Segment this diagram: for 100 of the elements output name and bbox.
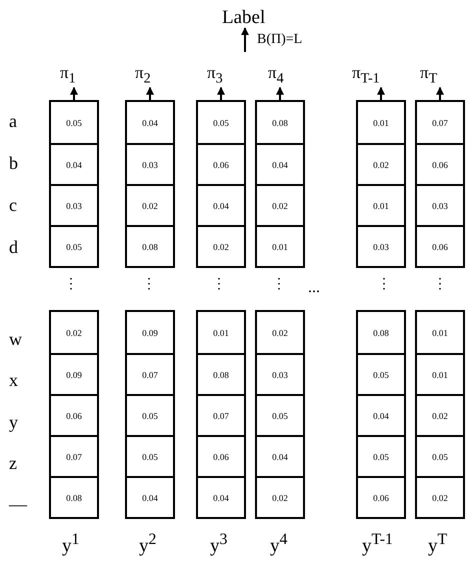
ellipsis: ... <box>308 280 320 296</box>
probability-cell: 0.04 <box>257 143 303 184</box>
timestep-label: y$^{T}$ <box>428 532 448 556</box>
probability-cell: 0.06 <box>417 225 463 266</box>
row-label: y <box>9 413 18 431</box>
probability-cell: 0.05 <box>51 225 97 266</box>
probability-column <box>49 100 99 268</box>
probability-cell: 0.05 <box>51 102 97 143</box>
path-symbol: π$_{4}$ <box>268 64 284 86</box>
output-label: Label <box>222 8 266 27</box>
row-label: — <box>9 495 27 513</box>
probability-cell: 0.06 <box>198 435 244 476</box>
timestep-label: y$^{4}$ <box>270 532 288 556</box>
path-symbol: π$_{3}$ <box>207 64 223 86</box>
ellipsis: ⋮ <box>142 278 156 292</box>
probability-cell: 0.04 <box>257 435 303 476</box>
arrow <box>377 86 385 100</box>
path-symbol: π$_{1}$ <box>60 64 76 86</box>
probability-cell: 0.03 <box>127 143 173 184</box>
probability-column <box>356 100 406 268</box>
probability-column <box>415 310 465 519</box>
probability-column <box>255 100 305 268</box>
probability-cell: 0.02 <box>198 225 244 266</box>
row-label: b <box>9 154 18 172</box>
ellipsis: ⋮ <box>377 278 391 292</box>
probability-cell: 0.01 <box>417 312 463 353</box>
probability-cell: 0.05 <box>417 435 463 476</box>
probability-cell: 0.02 <box>417 476 463 517</box>
probability-cell: 0.07 <box>127 353 173 394</box>
probability-cell: 0.07 <box>51 435 97 476</box>
row-label: d <box>9 238 18 256</box>
probability-cell: 0.01 <box>417 353 463 394</box>
row-label: z <box>9 454 17 472</box>
probability-cell: 0.08 <box>127 225 173 266</box>
probability-cell: 0.01 <box>198 312 244 353</box>
probability-cell: 0.02 <box>358 143 404 184</box>
probability-column <box>125 100 175 268</box>
probability-cell: 0.02 <box>257 312 303 353</box>
row-label: w <box>9 330 22 348</box>
probability-cell: 0.08 <box>51 476 97 517</box>
probability-cell: 0.06 <box>198 143 244 184</box>
timestep-label: y$^{T-1}$ <box>362 532 393 556</box>
probability-cell: 0.06 <box>358 476 404 517</box>
probability-cell: 0.02 <box>417 394 463 435</box>
path-symbol: π$_{T}$ <box>420 64 438 86</box>
timestep-label: y$^{3}$ <box>210 532 228 556</box>
probability-cell: 0.02 <box>257 184 303 225</box>
probability-cell: 0.09 <box>127 312 173 353</box>
probability-cell: 0.01 <box>358 102 404 143</box>
ellipsis: ⋮ <box>64 278 78 292</box>
probability-column <box>125 310 175 519</box>
timestep-label: y$^{2}$ <box>139 532 156 556</box>
probability-cell: 0.07 <box>417 102 463 143</box>
probability-cell: 0.08 <box>358 312 404 353</box>
probability-cell: 0.05 <box>127 435 173 476</box>
probability-cell: 0.08 <box>198 353 244 394</box>
timestep-label: y$^{1}$ <box>62 532 80 556</box>
probability-cell: 0.08 <box>257 102 303 143</box>
probability-cell: 0.03 <box>51 184 97 225</box>
row-label: a <box>9 112 17 130</box>
probability-cell: 0.02 <box>51 312 97 353</box>
path-symbol: π$_{T-1}$ <box>352 64 380 86</box>
probability-cell: 0.03 <box>417 184 463 225</box>
probability-cell: 0.01 <box>358 184 404 225</box>
ellipsis: ⋮ <box>433 278 447 292</box>
probability-cell: 0.04 <box>127 476 173 517</box>
probability-column <box>196 100 246 268</box>
arrow <box>276 86 284 100</box>
probability-column <box>196 310 246 519</box>
arrow <box>146 86 154 100</box>
arrow <box>241 27 249 52</box>
probability-cell: 0.01 <box>257 225 303 266</box>
probability-cell: 0.04 <box>51 143 97 184</box>
arrow <box>217 86 225 100</box>
probability-cell: 0.04 <box>127 102 173 143</box>
probability-cell: 0.02 <box>257 476 303 517</box>
probability-column <box>255 310 305 519</box>
path-symbol: π$_{2}$ <box>135 64 151 86</box>
arrow <box>70 86 78 100</box>
row-label: x <box>9 371 18 389</box>
probability-cell: 0.05 <box>198 102 244 143</box>
ellipsis: ⋮ <box>272 278 286 292</box>
probability-cell: 0.09 <box>51 353 97 394</box>
probability-column <box>356 310 406 519</box>
probability-cell: 0.05 <box>257 394 303 435</box>
ellipsis: ⋮ <box>212 278 226 292</box>
probability-cell: 0.06 <box>51 394 97 435</box>
probability-cell: 0.06 <box>417 143 463 184</box>
probability-cell: 0.05 <box>127 394 173 435</box>
row-label: c <box>9 196 17 214</box>
probability-cell: 0.07 <box>198 394 244 435</box>
probability-cell: 0.05 <box>358 435 404 476</box>
probability-cell: 0.04 <box>198 476 244 517</box>
probability-cell: 0.03 <box>358 225 404 266</box>
probability-column <box>415 100 465 268</box>
probability-cell: 0.04 <box>198 184 244 225</box>
probability-column <box>49 310 99 519</box>
probability-cell: 0.04 <box>358 394 404 435</box>
probability-cell: 0.03 <box>257 353 303 394</box>
probability-cell: 0.05 <box>358 353 404 394</box>
